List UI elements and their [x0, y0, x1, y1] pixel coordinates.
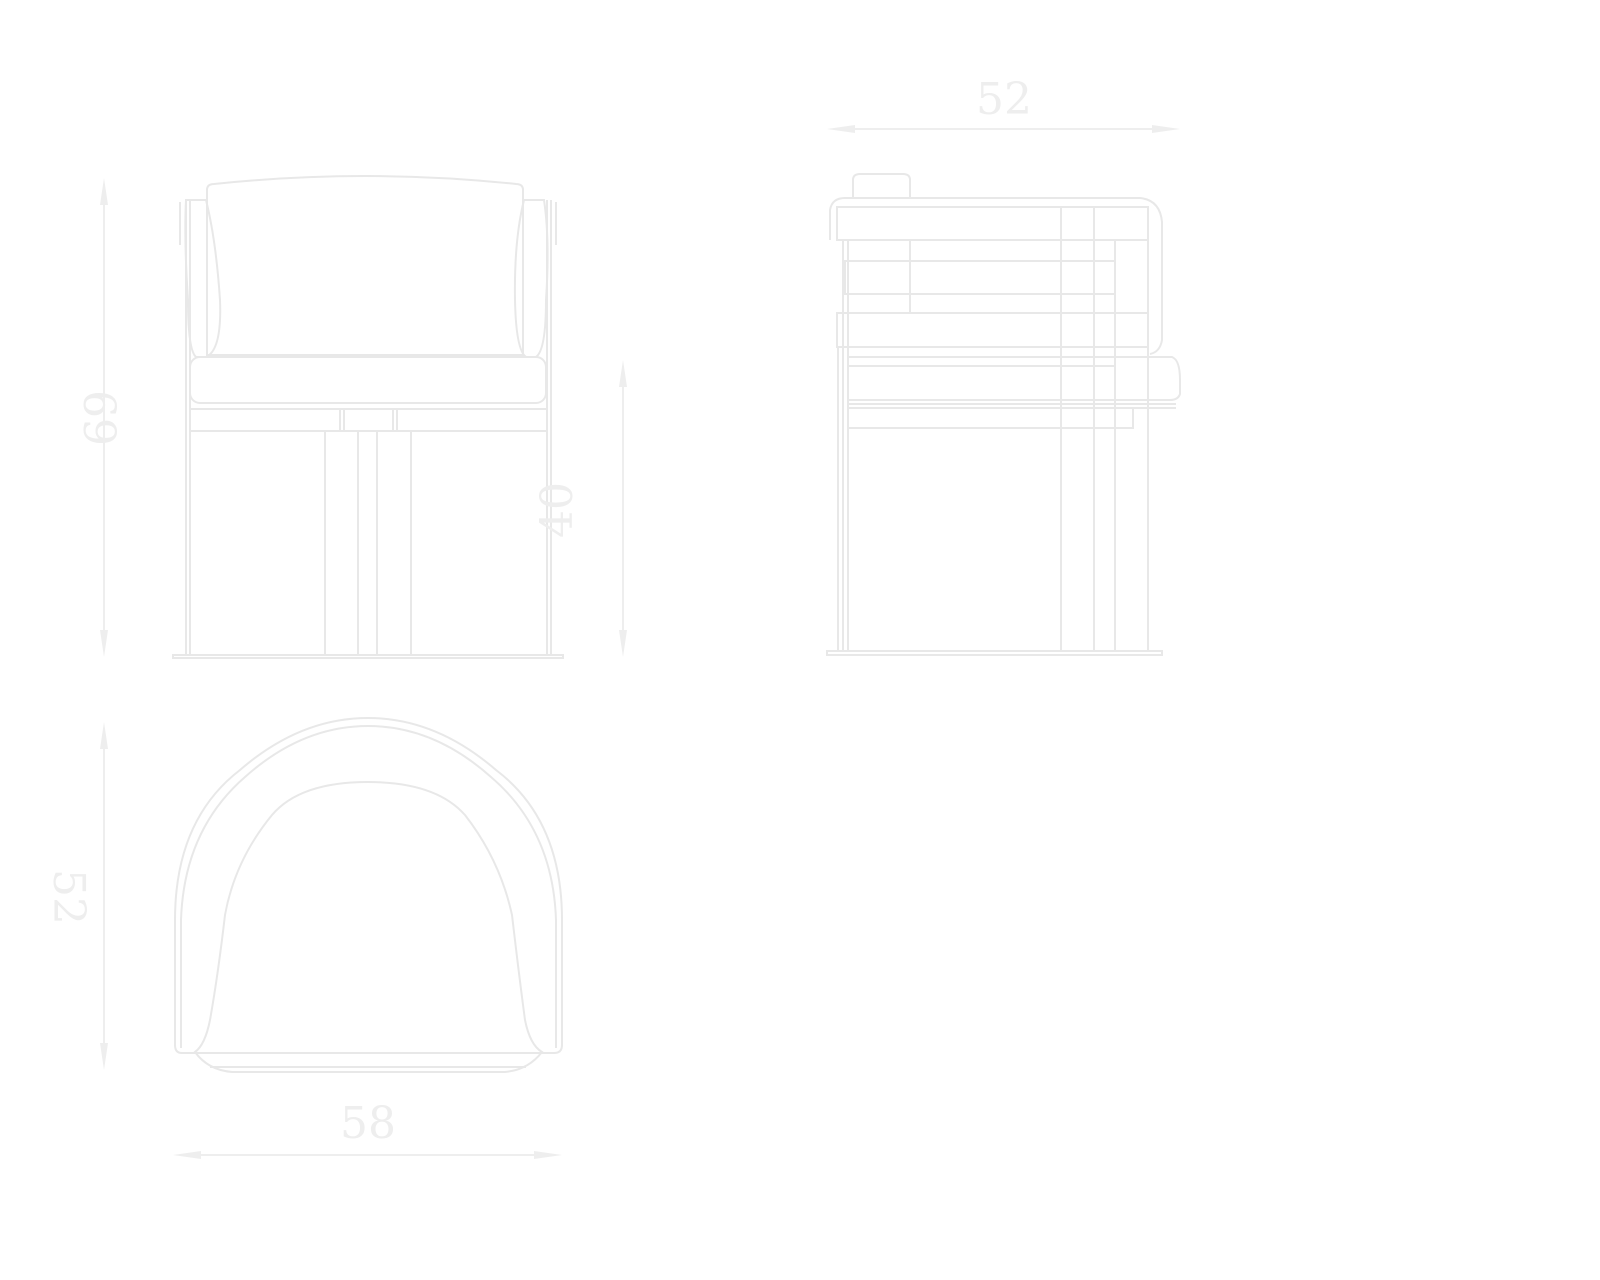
- arrow-down-icon: [100, 630, 108, 657]
- side-band-low: [836, 312, 1149, 348]
- arrow-up-icon: [100, 722, 108, 749]
- arrow-down-icon: [100, 1043, 108, 1070]
- height-dimension: 69: [73, 178, 124, 657]
- arrow-right-icon: [1152, 125, 1180, 133]
- arrow-down-icon: [619, 630, 627, 657]
- top-width-label: 58: [340, 1098, 396, 1149]
- seat-cushion: [189, 356, 547, 404]
- arrow-left-icon: [173, 1151, 201, 1159]
- arrow-up-icon: [619, 360, 627, 387]
- top-depth-label: 52: [43, 869, 94, 925]
- seat-height-label: 40: [532, 482, 583, 538]
- rail-dividers: [339, 409, 398, 431]
- side-seat: [848, 356, 1181, 429]
- front-legs: [324, 431, 412, 655]
- seat-rail: [189, 408, 548, 432]
- side-frame-outline: [829, 197, 1163, 355]
- front-base: [172, 654, 564, 659]
- side-band-top: [836, 206, 1149, 241]
- height-label: 69: [73, 390, 124, 446]
- side-depth-label: 52: [976, 74, 1032, 125]
- top-outer-shell: [174, 716, 563, 1054]
- front-view: [172, 175, 564, 659]
- top-depth-dimension: 52: [43, 722, 108, 1070]
- left-arm-frame: [179, 200, 191, 655]
- arrow-up-icon: [100, 178, 108, 205]
- side-backrest-top: [852, 173, 911, 197]
- side-base: [826, 650, 1163, 656]
- arrow-right-icon: [534, 1151, 562, 1159]
- arrow-left-icon: [827, 125, 855, 133]
- right-armrest: [513, 199, 549, 358]
- side-depth-dimension: 52: [827, 74, 1180, 133]
- top-seat: [193, 780, 544, 1073]
- top-view: [174, 716, 563, 1073]
- backrest: [206, 175, 524, 356]
- side-view: [826, 173, 1181, 656]
- top-inner-shell: [180, 724, 557, 1048]
- top-width-dimension: 58: [173, 1098, 562, 1159]
- seat-height-dimension: 40: [532, 360, 627, 657]
- side-band-mid: [844, 260, 1116, 295]
